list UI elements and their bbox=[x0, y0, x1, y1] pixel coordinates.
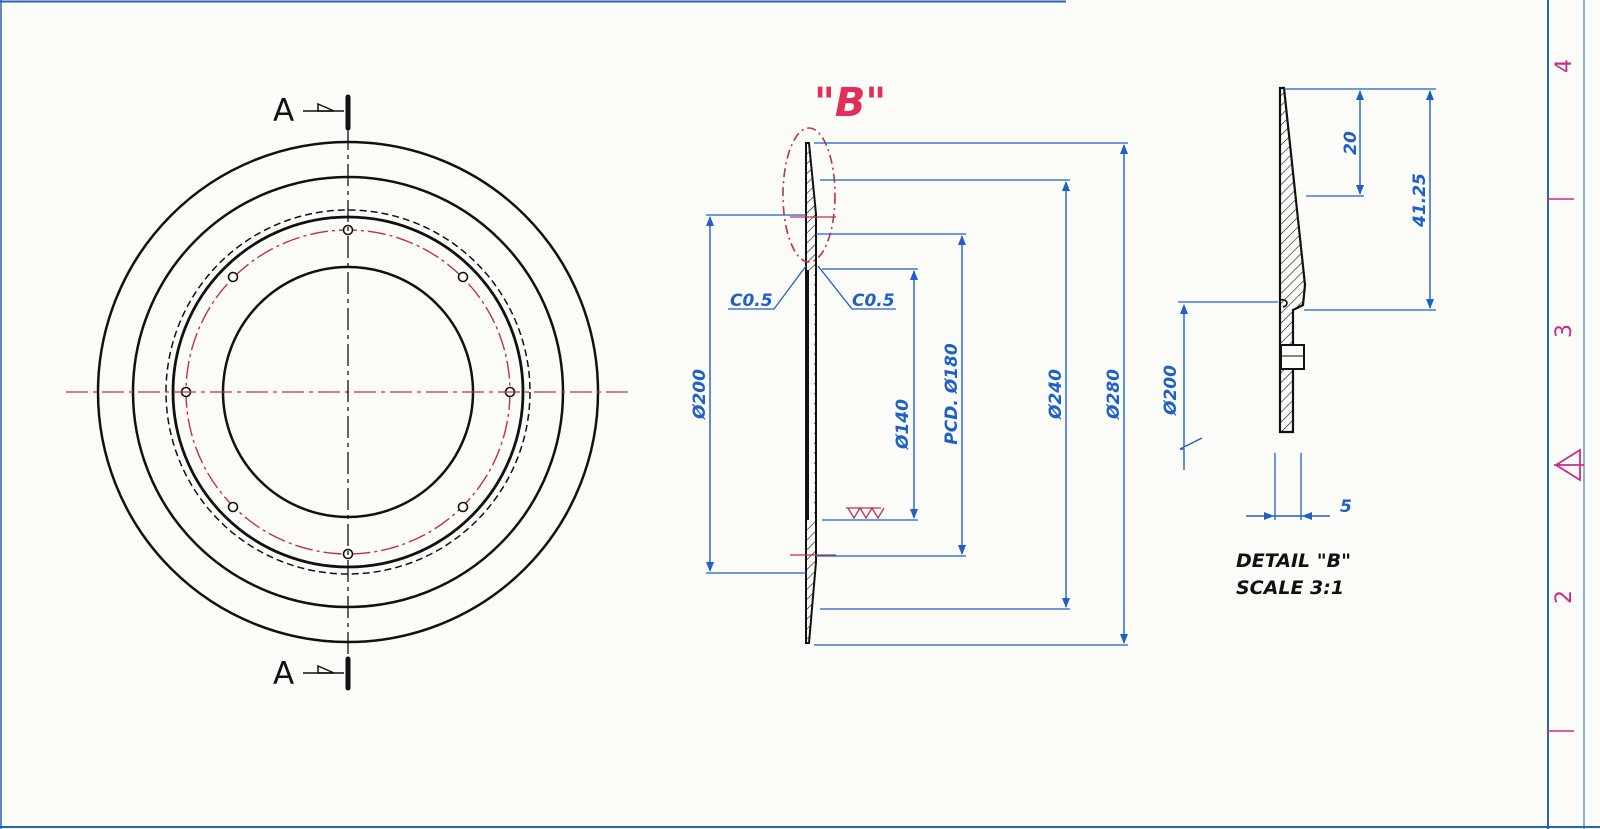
dim-d200-detail: Ø200 bbox=[1161, 365, 1181, 416]
detail-b-callout-ellipse bbox=[782, 127, 836, 263]
section-marker-bottom: A bbox=[273, 656, 351, 692]
section-label-top: A bbox=[273, 93, 294, 129]
detail-b-callout-label: "B" bbox=[814, 80, 886, 126]
zone-label-4: 4 bbox=[1552, 59, 1577, 73]
detail-profile bbox=[1278, 86, 1307, 434]
dim-d200-section: Ø200 bbox=[690, 369, 710, 420]
dim-20: 20 bbox=[1341, 131, 1361, 155]
dimension-lines bbox=[706, 144, 1128, 644]
detail-dimension-lines bbox=[1180, 90, 1434, 520]
dim-5: 5 bbox=[1340, 497, 1352, 517]
zone-label-2: 2 bbox=[1552, 590, 1577, 604]
detail-scale: SCALE 3:1 bbox=[1236, 577, 1344, 599]
section-label-bottom: A bbox=[273, 656, 294, 692]
section-view: "B" Ø200 Ø140 PCD. Ø180 Ø240 Ø bbox=[690, 80, 1128, 646]
chamfer-right-label: C0.5 bbox=[852, 291, 895, 311]
dim-pcd180: PCD. Ø180 bbox=[942, 343, 962, 445]
detail-title: DETAIL "B" bbox=[1236, 550, 1351, 572]
dim-d140: Ø140 bbox=[893, 399, 913, 450]
dim-41-25: 41.25 bbox=[1410, 173, 1430, 228]
break-line bbox=[1179, 434, 1203, 470]
chamfer-leaders bbox=[728, 265, 896, 310]
surface-finish-icon bbox=[846, 506, 885, 520]
dim-d280: Ø280 bbox=[1104, 369, 1124, 420]
detail-extension-lines bbox=[1178, 88, 1436, 520]
section-marker-top: A bbox=[273, 93, 351, 131]
extension-lines bbox=[706, 142, 1128, 646]
chamfer-left-label: C0.5 bbox=[730, 291, 773, 311]
detail-view: 20 41.25 Ø200 5 DETAIL "B" SCALE 3:1 bbox=[1161, 86, 1436, 599]
zone-label-3: 3 bbox=[1552, 324, 1577, 338]
front-view: A A bbox=[66, 93, 628, 692]
zone-markers: 4 3 2 bbox=[1548, 59, 1584, 732]
dim-d240: Ø240 bbox=[1046, 369, 1066, 420]
centering-arrow-icon bbox=[1554, 448, 1584, 482]
detail-bolt-hole bbox=[1280, 344, 1305, 370]
